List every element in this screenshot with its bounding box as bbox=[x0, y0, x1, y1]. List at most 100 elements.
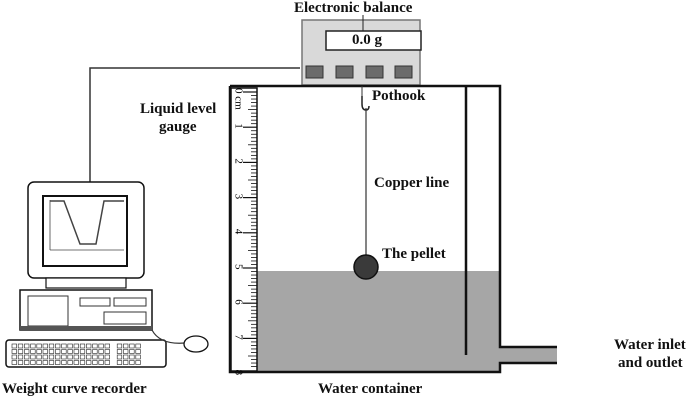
key bbox=[61, 343, 67, 349]
key bbox=[55, 343, 61, 349]
inlet-label-2: and outlet bbox=[618, 355, 683, 371]
key bbox=[92, 360, 98, 365]
key bbox=[11, 349, 17, 354]
gauge-label-1: Liquid level bbox=[140, 101, 217, 117]
key bbox=[92, 343, 98, 349]
key bbox=[17, 343, 24, 349]
key bbox=[17, 360, 24, 365]
key bbox=[116, 349, 123, 354]
balance-label: Electronic balance bbox=[294, 0, 413, 16]
key bbox=[116, 354, 123, 360]
key bbox=[55, 349, 61, 354]
key bbox=[42, 349, 48, 354]
computer bbox=[5, 181, 209, 368]
key bbox=[67, 349, 73, 354]
suspension bbox=[353, 86, 379, 280]
key bbox=[92, 349, 98, 354]
water bbox=[257, 271, 501, 372]
key bbox=[30, 349, 36, 354]
drive-slot bbox=[79, 297, 111, 307]
key bbox=[98, 343, 104, 349]
ruler-tick-label: 5 bbox=[232, 264, 244, 270]
key bbox=[86, 349, 92, 354]
container-wall-bottom bbox=[228, 86, 557, 374]
key bbox=[24, 354, 30, 360]
key bbox=[129, 354, 135, 360]
key bbox=[30, 343, 36, 349]
ruler-tick-label: 2 bbox=[232, 158, 244, 164]
key bbox=[129, 343, 135, 349]
key bbox=[48, 354, 55, 360]
key bbox=[42, 354, 48, 360]
weight-curve bbox=[50, 200, 124, 245]
key bbox=[86, 343, 92, 349]
key bbox=[11, 343, 17, 349]
key bbox=[48, 360, 55, 365]
data-cable bbox=[89, 67, 300, 182]
pellet-label: The pellet bbox=[382, 246, 446, 262]
key bbox=[48, 349, 55, 354]
ruler-tick-label: 8 bbox=[232, 370, 244, 376]
key bbox=[116, 360, 123, 365]
key bbox=[55, 360, 61, 365]
key bbox=[123, 343, 129, 349]
container-label: Water container bbox=[318, 381, 423, 397]
key bbox=[30, 360, 36, 365]
key bbox=[135, 354, 141, 360]
container-wall bbox=[230, 84, 557, 349]
key bbox=[135, 349, 141, 354]
key bbox=[73, 360, 79, 365]
key bbox=[104, 343, 110, 349]
key bbox=[36, 343, 42, 349]
electronic-balance bbox=[301, 15, 422, 86]
key bbox=[42, 360, 48, 365]
key bbox=[123, 349, 129, 354]
monitor-screen bbox=[42, 195, 128, 267]
key bbox=[98, 354, 104, 360]
key bbox=[73, 343, 79, 349]
key bbox=[129, 349, 135, 354]
panel bbox=[103, 311, 147, 325]
balance-display bbox=[325, 30, 422, 51]
liquid-level-gauge: 0 cm 1 2 3 4 5 6 7 8 bbox=[230, 87, 258, 376]
key bbox=[79, 360, 86, 365]
keyboard-keys bbox=[11, 343, 141, 365]
ruler-tick-label: 7 bbox=[232, 334, 244, 340]
mouse bbox=[183, 335, 209, 353]
key bbox=[123, 360, 129, 365]
key bbox=[24, 349, 30, 354]
key bbox=[55, 354, 61, 360]
key bbox=[17, 354, 24, 360]
keyboard bbox=[5, 339, 167, 368]
key bbox=[104, 360, 110, 365]
balance-button bbox=[335, 65, 354, 79]
pipe-water bbox=[500, 347, 557, 363]
key bbox=[24, 360, 30, 365]
key bbox=[135, 343, 141, 349]
ruler-tick-label: 1 bbox=[232, 123, 244, 129]
key bbox=[98, 349, 104, 354]
balance-button bbox=[305, 65, 324, 79]
key bbox=[61, 354, 67, 360]
mouse-cable bbox=[151, 329, 186, 344]
ruler-tick-label: 0 cm bbox=[232, 88, 244, 110]
ruler-tick-label: 4 bbox=[232, 229, 244, 235]
key bbox=[104, 354, 110, 360]
ruler-tick-label: 6 bbox=[232, 299, 244, 305]
key bbox=[42, 343, 48, 349]
copper-line-label: Copper line bbox=[374, 175, 450, 191]
key bbox=[24, 343, 30, 349]
pothook-icon bbox=[361, 96, 370, 111]
gauge-label-2: gauge bbox=[159, 119, 197, 135]
ruler-tick-label: 3 bbox=[232, 194, 244, 200]
key bbox=[36, 354, 42, 360]
water-container bbox=[228, 84, 557, 374]
key bbox=[67, 360, 73, 365]
key bbox=[67, 343, 73, 349]
key bbox=[79, 354, 86, 360]
inlet-label-1: Water inlet bbox=[614, 337, 686, 353]
key bbox=[61, 360, 67, 365]
pellet bbox=[353, 254, 379, 280]
key bbox=[86, 360, 92, 365]
